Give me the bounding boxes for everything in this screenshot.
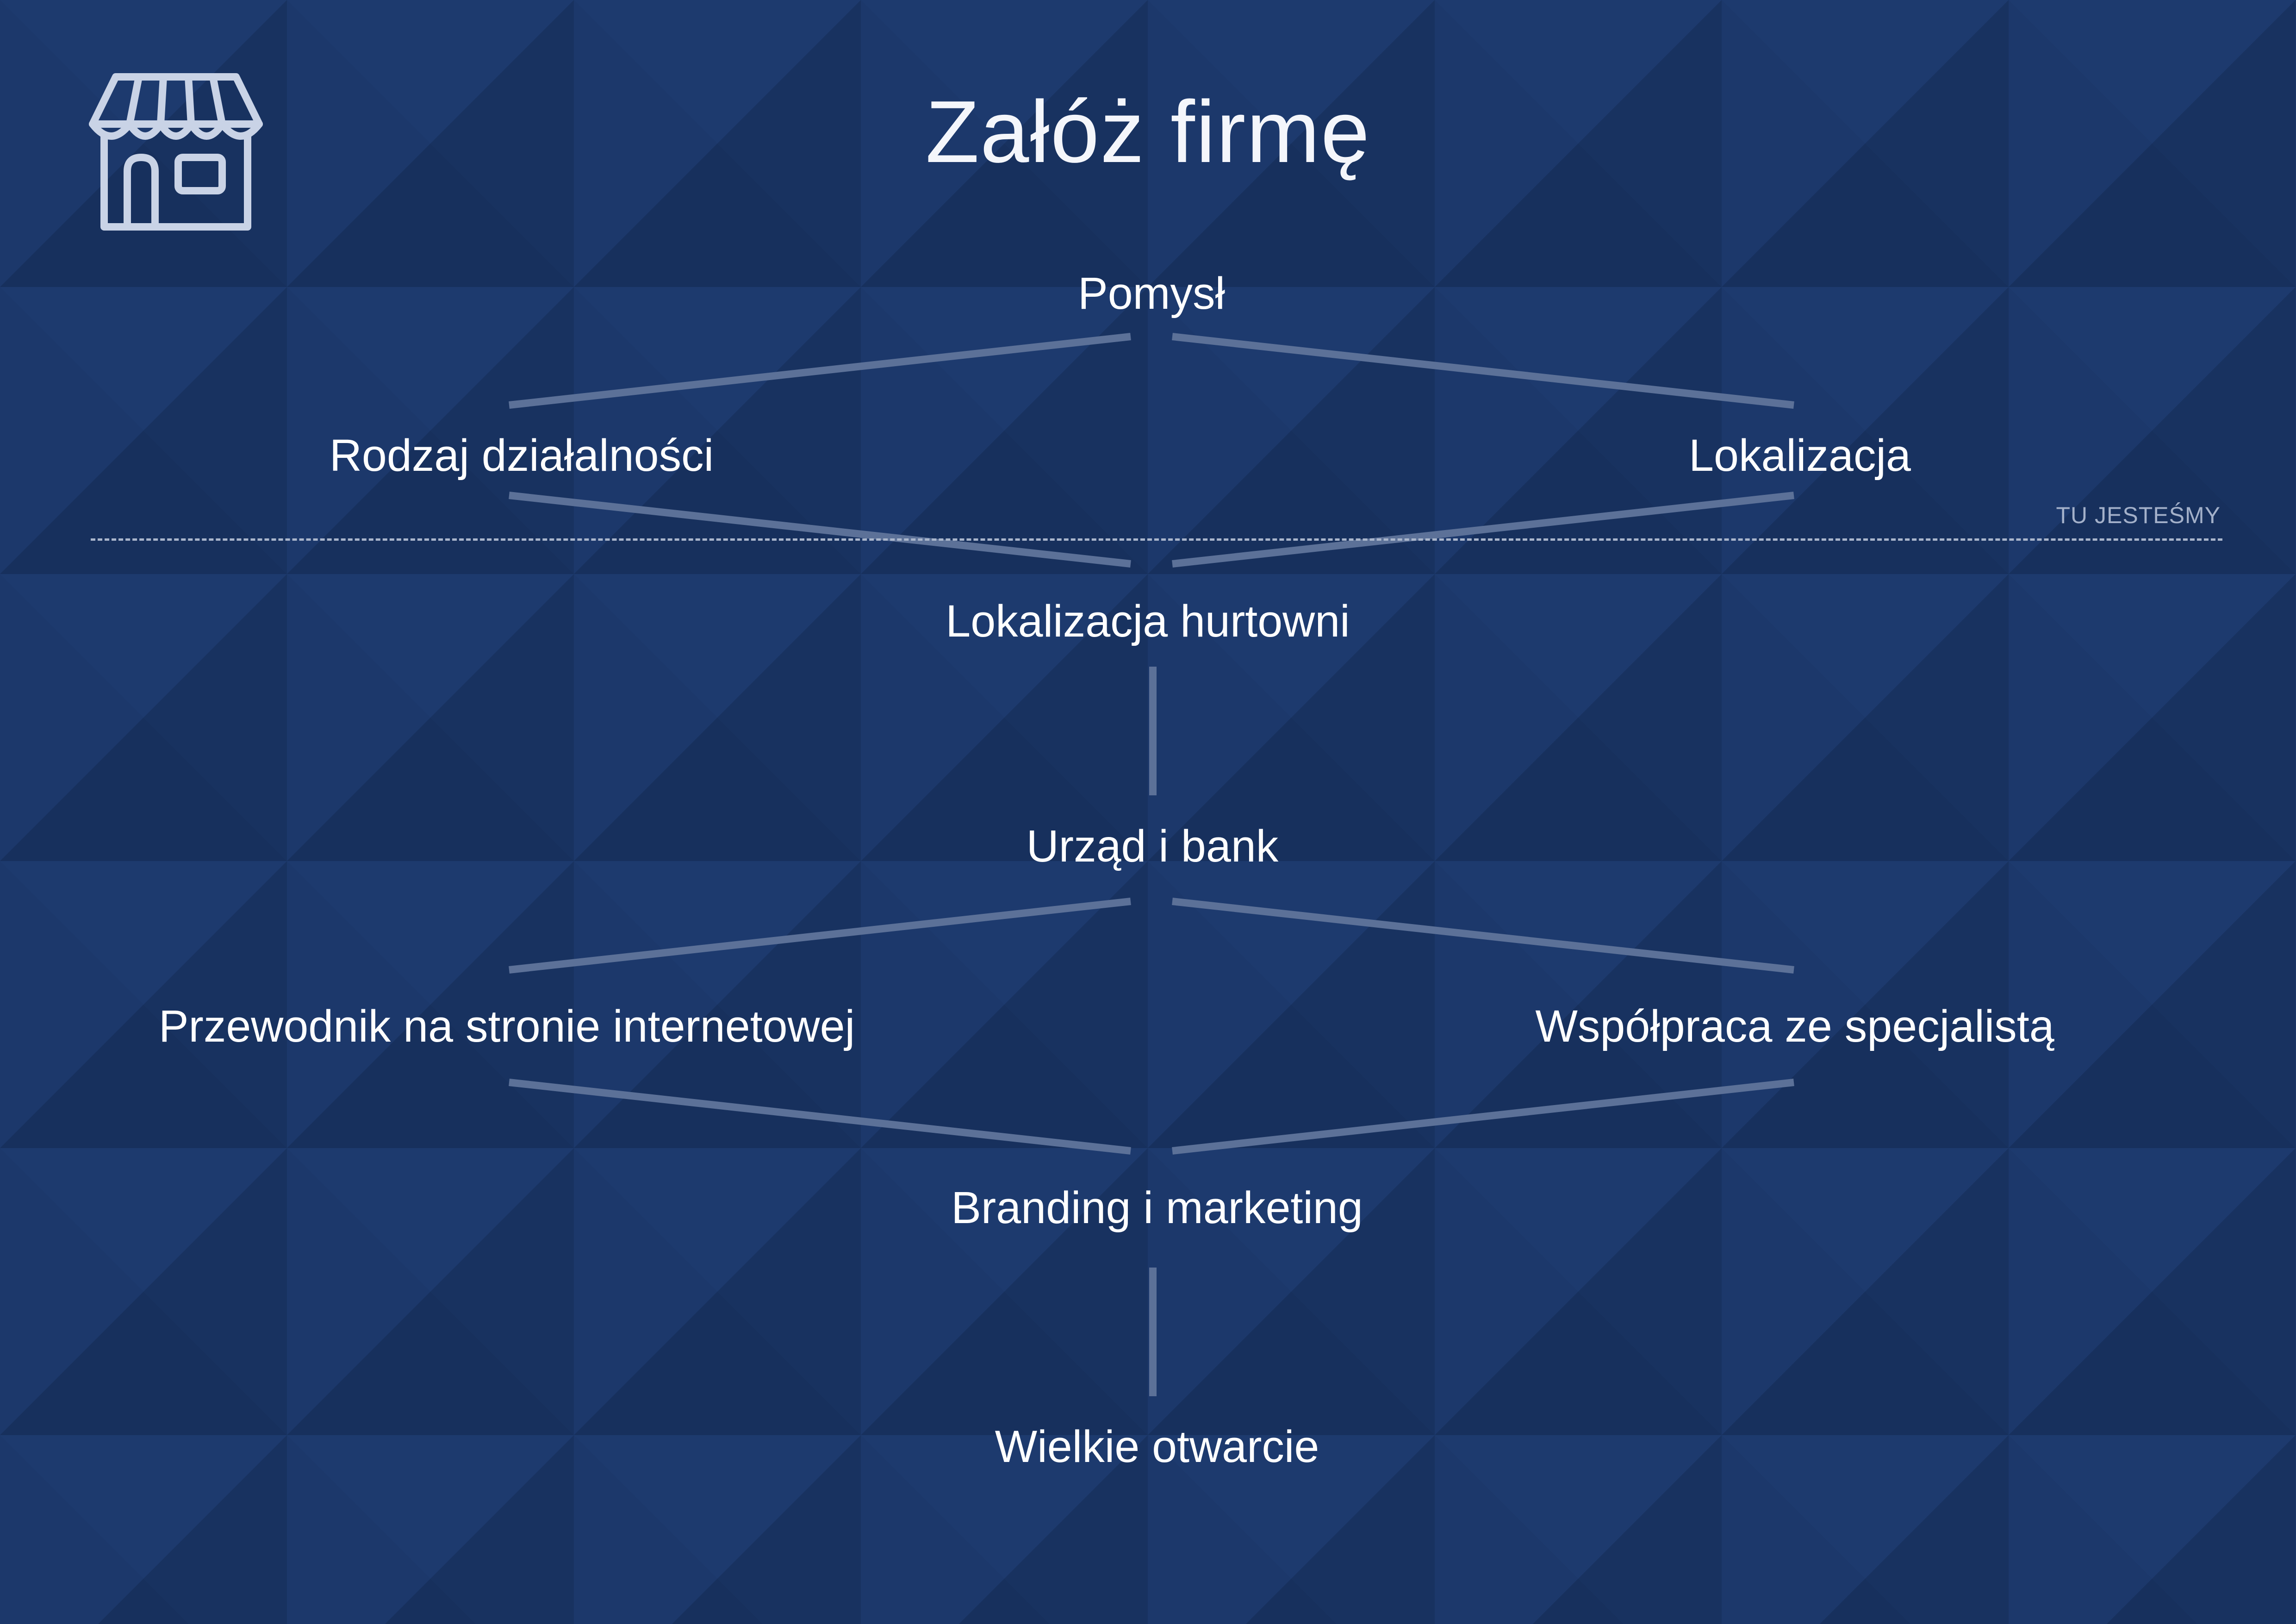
step-pomysl: Pomysł [1078, 268, 1225, 319]
connector-pomysl-rodzaj [509, 333, 1131, 409]
step-lokalizacja-hurtowni: Lokalizacja hurtowni [946, 596, 1350, 646]
page-title: Załóż firmę [925, 83, 1371, 181]
connector-pomysl-lokalizacja [1172, 333, 1794, 409]
connector-lokalizacja-hurtownia [1172, 492, 1794, 568]
connector-przewodnik-branding [509, 1079, 1131, 1155]
step-lokalizacja: Lokalizacja [1689, 430, 1911, 481]
connector-urzad-przewodnik [509, 898, 1131, 974]
shop-storefront-icon [89, 73, 263, 231]
connector-rodzaj-hurtownia [509, 492, 1131, 568]
step-branding-i-marketing: Branding i marketing [951, 1182, 1363, 1233]
step-urzad-i-bank: Urząd i bank [1026, 821, 1279, 871]
current-position-label: TU JESTEŚMY [2056, 502, 2221, 528]
step-wspolpraca: Współpraca ze specjalistą [1535, 1001, 2054, 1051]
step-wielkie-otwarcie: Wielkie otwarcie [995, 1421, 1319, 1472]
step-rodzaj-dzialalnosci: Rodzaj działalności [329, 430, 714, 481]
step-przewodnik: Przewodnik na stronie internetowej [158, 1001, 855, 1051]
connector-wspolpraca-branding [1172, 1079, 1794, 1155]
current-position-divider [91, 538, 2222, 541]
connector-urzad-wspolpraca [1172, 898, 1794, 974]
